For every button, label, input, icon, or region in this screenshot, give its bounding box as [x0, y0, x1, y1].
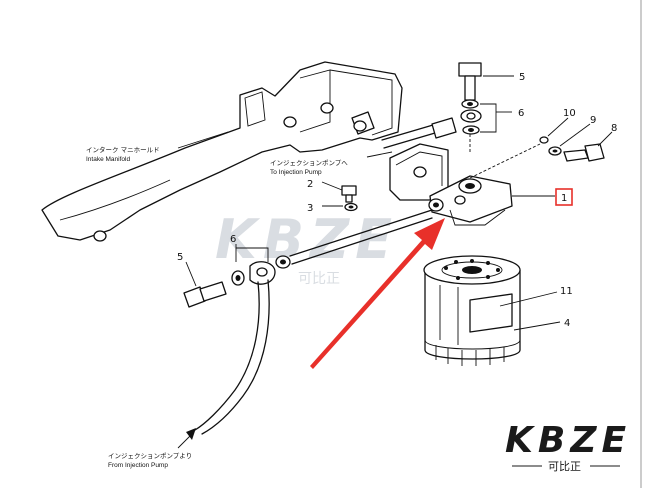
callout-3: 3 — [307, 203, 313, 214]
logo-chinese: 可比正 — [548, 460, 581, 473]
callout-8: 8 — [611, 123, 617, 134]
watermark-chinese: 可比正 — [298, 271, 340, 287]
intake-manifold — [41, 61, 403, 242]
from-pump-label-jp: インジェクションポンプより — [108, 452, 192, 460]
callout-1: 1 — [561, 193, 567, 204]
callout-5-top: 5 — [519, 72, 525, 83]
callout-11: 11 — [560, 286, 573, 297]
part-labels: インターク マニホールド Intake Manifold インジェクションポンプ… — [86, 145, 348, 469]
right-bolt-assembly — [469, 136, 605, 179]
callout-4: 4 — [564, 318, 570, 329]
filter-head-bracket — [389, 143, 513, 226]
highlight-arrow — [310, 188, 573, 369]
callout-10: 10 — [563, 108, 576, 119]
callout-1-highlight-box — [555, 188, 573, 206]
top-bolt-assembly — [458, 62, 482, 152]
intake-manifold-label-jp: インターク マニホールド — [86, 145, 160, 154]
from-pump-label-en: From Injection Pump — [108, 462, 168, 469]
callout-2: 2 — [307, 179, 313, 190]
from-pump-arrowhead — [186, 428, 196, 440]
intake-manifold-label-en: Intake Manifold — [86, 156, 130, 163]
lower-bolt-and-hose — [183, 209, 433, 435]
callout-9: 9 — [590, 115, 596, 126]
fuel-filter-cartridge — [423, 255, 521, 366]
to-pump-label-jp: インジェクションポンプへ — [270, 159, 348, 167]
red-pointer-arrow — [310, 218, 445, 369]
watermark-brand: KBZE — [215, 208, 398, 271]
callout-5-left: 5 — [177, 252, 183, 263]
kbze-logo: KBZE 可比正 — [505, 420, 631, 473]
logo-brand: KBZE — [505, 420, 631, 461]
to-pump-label-en: To Injection Pump — [270, 169, 322, 176]
callout-numbers: 5 6 1 2 3 10 9 8 11 4 5 6 — [177, 72, 617, 329]
upper-hose — [381, 117, 457, 149]
watermark: KBZE 可比正 — [215, 208, 398, 287]
leader-lines — [177, 75, 613, 449]
callout-6-top: 6 — [518, 108, 524, 119]
plug-bolt-2 — [341, 185, 358, 212]
callout-6-left: 6 — [230, 234, 236, 245]
